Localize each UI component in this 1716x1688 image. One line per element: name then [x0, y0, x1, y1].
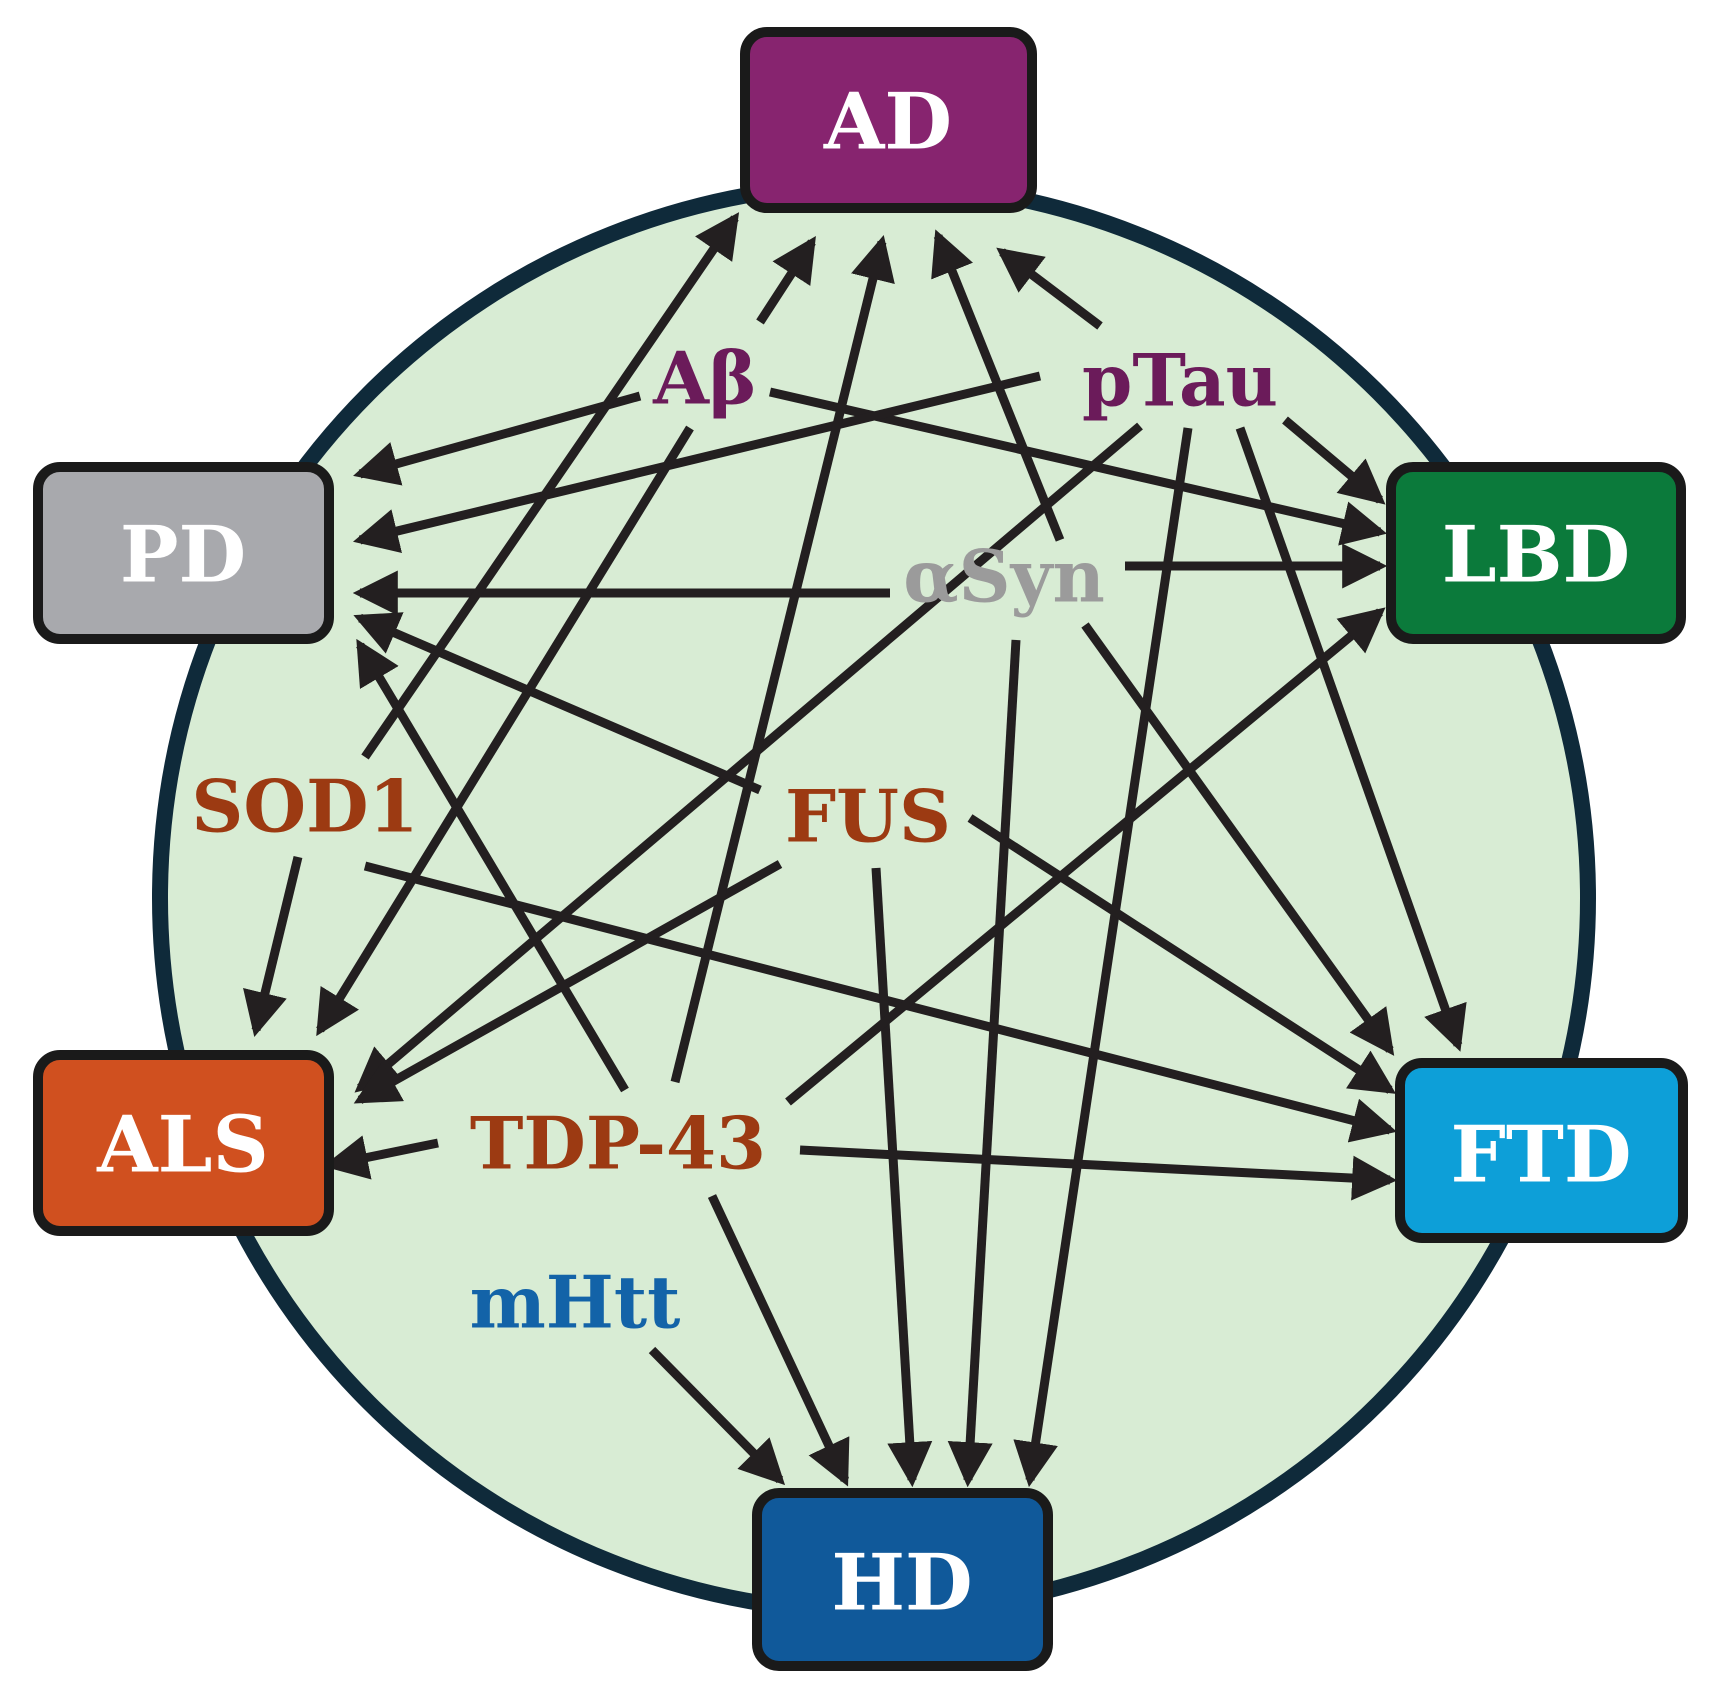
arrow-mhtt-hd [648, 1346, 786, 1486]
arrow-fus-hd [871, 867, 933, 1488]
disease-box-ftd [1395, 1058, 1688, 1243]
protein-label-tdp43: TDP-43 [470, 1101, 766, 1186]
disease-label-pd: PD [120, 510, 246, 601]
arrow-sod1-ftd [363, 861, 1397, 1143]
disease-box-als [33, 1050, 334, 1236]
protein-label-abeta: Aβ [652, 336, 757, 421]
disease-node-pd: PD [33, 462, 334, 644]
protein-label-ptau: pTau [1082, 338, 1278, 423]
disease-label-ftd: FTD [1450, 1110, 1631, 1201]
arrow-ptau-ftd [1235, 426, 1467, 1052]
arrow-abeta-ad [756, 235, 816, 325]
disease-node-hd: HD [752, 1488, 1053, 1671]
protein-label-sod1: SOD1 [191, 764, 418, 849]
disease-label-ad: AD [823, 77, 952, 168]
arrow-fus-pd [353, 612, 762, 795]
arrow-asyn-hd [947, 639, 1021, 1488]
arrow-sod1-ad [361, 212, 740, 760]
arrow-sod1-als [243, 855, 303, 1037]
protein-label-mhtt: mHtt [470, 1260, 681, 1345]
arrow-fus-ftd [967, 814, 1397, 1094]
arrow-ptau-als [354, 422, 1143, 1093]
arrow-ptau-ad [996, 247, 1103, 330]
arrow-abeta-pd [353, 391, 642, 486]
arrows-layer [243, 212, 1467, 1488]
arrow-tdp43-lbd [785, 607, 1386, 1106]
arrow-abeta-als [316, 425, 694, 1037]
arrow-asyn-ad [931, 229, 1065, 542]
arrow-tdp43-hd [707, 1194, 850, 1487]
disease-node-lbd: LBD [1386, 462, 1686, 644]
arrow-tdp43-pd [356, 638, 629, 1093]
arrow-tdp43-als [322, 1135, 439, 1180]
protein-label-asyn: αSyn [903, 534, 1105, 619]
arrow-asyn-ftd [1081, 622, 1395, 1056]
disease-label-als: ALS [96, 1100, 269, 1191]
arrow-fus-als [353, 860, 783, 1104]
arrow-ptau-hd [1013, 427, 1193, 1488]
protein-label-fus: FUS [785, 774, 951, 859]
disease-box-ad [740, 27, 1037, 213]
arrow-tdp43-ftd [799, 1145, 1398, 1201]
disease-node-ad: AD [740, 27, 1037, 213]
disease-box-pd [33, 462, 334, 644]
disease-box-lbd [1386, 462, 1686, 644]
arrow-ptau-pd [353, 371, 1042, 554]
disease-node-als: ALS [33, 1050, 334, 1236]
disease-node-ftd: FTD [1395, 1058, 1688, 1243]
arrow-ptau-lbd [1282, 416, 1386, 505]
disease-label-hd: HD [831, 1538, 972, 1629]
disease-box-hd [752, 1488, 1053, 1671]
arrow-tdp43-ad [670, 235, 895, 1084]
disease-label-lbd: LBD [1442, 510, 1630, 601]
